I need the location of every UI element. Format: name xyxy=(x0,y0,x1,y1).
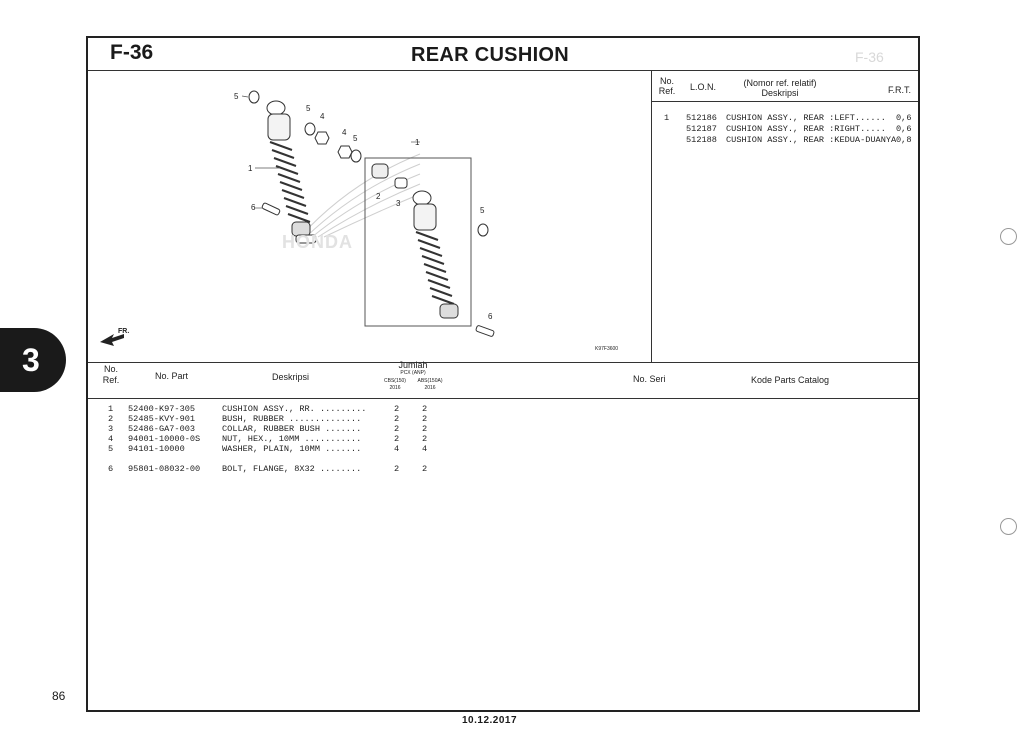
parts-header-top-line xyxy=(88,362,918,363)
ref-row-frt: 0,6 xyxy=(896,124,912,134)
ref-row-desc: CUSHION ASSY., REAR :RIGHT..... xyxy=(726,124,886,134)
honda-brand-watermark: HONDA xyxy=(282,232,353,252)
parts-col-catalog-header: Kode Parts Catalog xyxy=(751,375,830,385)
callout-4-nut-b: 4 xyxy=(342,128,347,137)
callout-3-collar: 3 xyxy=(396,199,401,208)
ref-table-header-line xyxy=(651,101,918,102)
ref-row-frt: 0,6 xyxy=(896,113,912,123)
callout-1-left: 1 xyxy=(248,164,253,173)
callout-4-nut: 4 xyxy=(320,112,325,121)
parts-col-qty-a: CBS(150) 2016 xyxy=(384,378,406,391)
callout-1-right: 1 xyxy=(415,138,420,147)
binder-hole-mark xyxy=(1000,518,1017,535)
ref-col-frt-header: F.R.T. xyxy=(888,85,912,95)
diagram-table-divider xyxy=(651,70,652,362)
left-shock-absorber xyxy=(266,100,317,244)
parts-col-desc-header: Deskripsi xyxy=(272,372,310,382)
figure-code: K97F3600 xyxy=(595,346,619,352)
ref-row-lon: 512187 xyxy=(686,124,717,134)
title-divider xyxy=(88,70,918,71)
callout-6-left: 6 xyxy=(251,203,256,212)
callout-5-washer-b: 5 xyxy=(353,134,358,143)
callout-2-bush: 2 xyxy=(376,192,381,201)
ref-row-lon: 512188 xyxy=(686,135,717,145)
callout-5-top-left: 5 xyxy=(234,92,239,101)
callout-5-washer: 5 xyxy=(306,104,311,113)
print-date: 10.12.2017 xyxy=(462,715,518,726)
parts-col-part-header: No. Part xyxy=(155,371,189,381)
binder-hole-mark xyxy=(1000,228,1017,245)
ref-col-lon-header: L.O.N. xyxy=(690,82,717,92)
faded-section-watermark: F-36 xyxy=(855,49,884,65)
page-number: 86 xyxy=(52,689,66,703)
ref-col-desc-header: (Nomor ref. relatif) Deskripsi xyxy=(743,78,817,98)
page-title: REAR CUSHION xyxy=(410,44,570,66)
parts-col-serial-header: No. Seri xyxy=(633,374,666,384)
ref-row-desc: CUSHION ASSY., REAR :KEDUA-DUANYA xyxy=(726,135,897,145)
ref-row-desc: CUSHION ASSY., REAR :LEFT...... xyxy=(726,113,886,123)
parts-col-qty-b: ABS(150A) 2016 xyxy=(417,378,443,391)
front-direction-label: FR. xyxy=(118,328,130,335)
exploded-diagram: 5 1 5 4 4 5 1 2 3 6 5 6 HONDA FR. K97F36… xyxy=(90,72,650,360)
parts-header-bottom-line xyxy=(88,398,918,399)
parts-col-no-header: No. Ref. xyxy=(102,364,120,385)
callout-6-right: 6 xyxy=(488,312,493,321)
right-shock-absorber xyxy=(412,190,459,319)
section-code: F-36 xyxy=(110,41,154,64)
callout-5-right: 5 xyxy=(480,206,485,215)
rear-cushion-illustration xyxy=(100,90,495,346)
section-tab: 3 xyxy=(0,328,66,392)
parts-col-qty-header: Jumlah xyxy=(398,360,428,370)
ref-row-lon: 512186 xyxy=(686,113,717,123)
page-frame xyxy=(86,36,920,712)
parts-col-qty-subheader: PCX (ANP) xyxy=(400,370,426,376)
section-tab-number: 3 xyxy=(22,342,40,378)
ref-row-frt: 0,8 xyxy=(896,135,912,145)
ref-row-no: 1 xyxy=(664,113,670,123)
ref-col-no-header: No. Ref. xyxy=(658,76,676,96)
